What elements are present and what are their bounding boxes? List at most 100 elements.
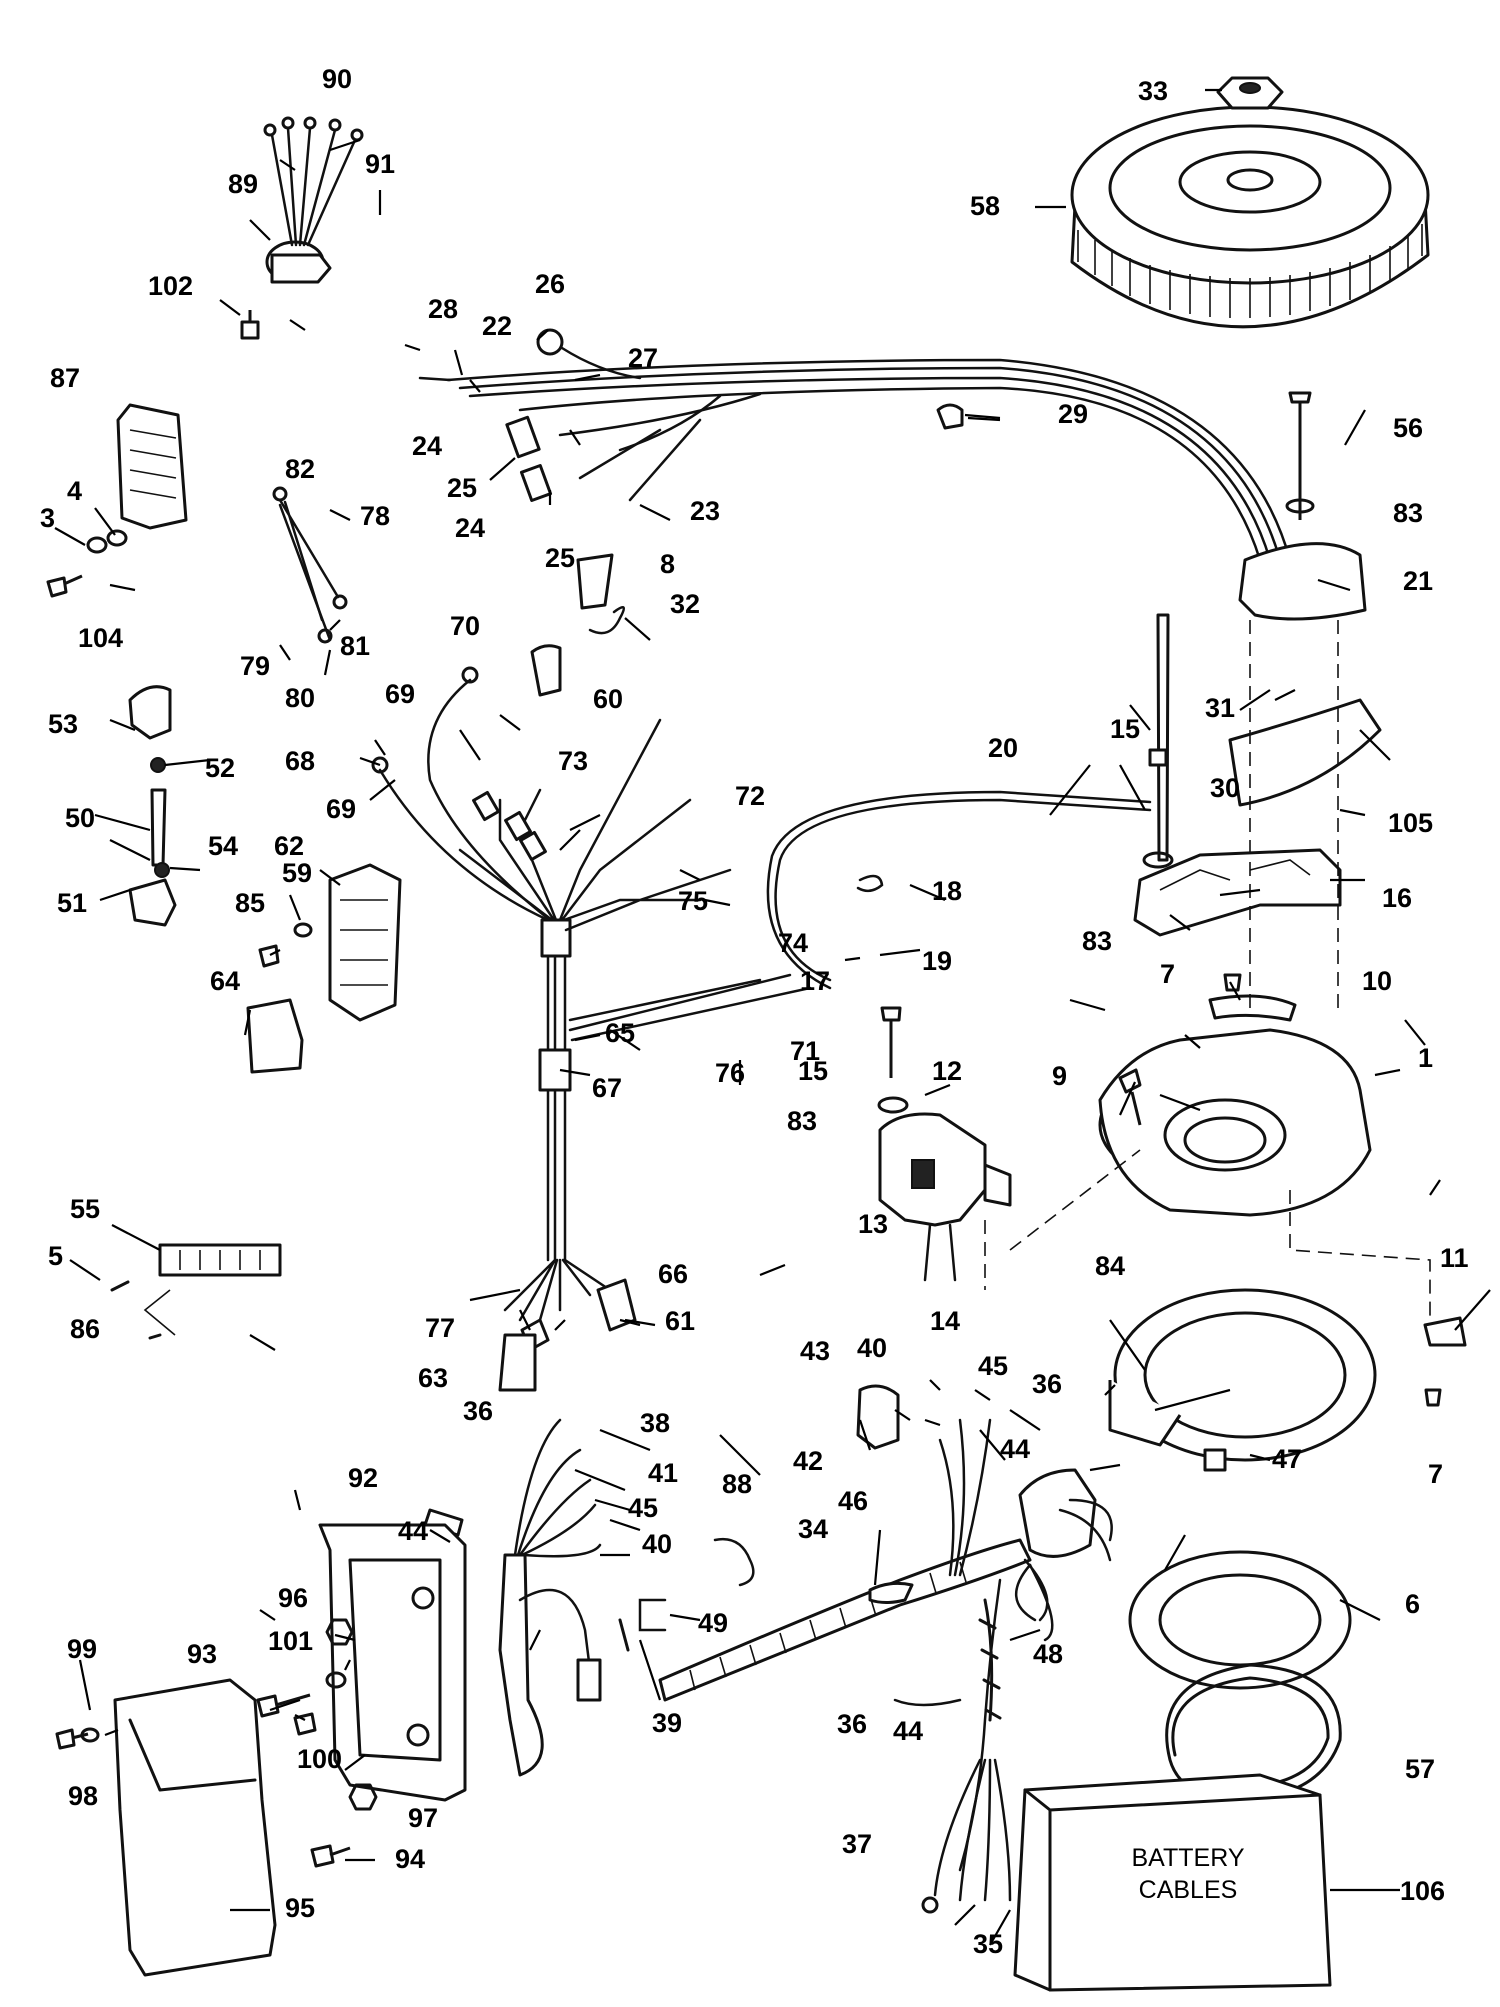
callout-77: 77 [425, 1313, 455, 1343]
cover-105 [1228, 698, 1382, 807]
callout-53: 53 [48, 709, 78, 739]
lower-harness [658, 1384, 1113, 1914]
screw-47 [1203, 1448, 1227, 1472]
callout-18: 18 [932, 876, 962, 906]
callout-95: 95 [285, 1893, 315, 1923]
callout-93: 93 [187, 1639, 217, 1669]
callout-37: 37 [842, 1829, 872, 1859]
callout-63: 63 [418, 1363, 448, 1393]
callout-19: 19 [922, 946, 952, 976]
callout-82: 82 [285, 454, 315, 484]
screw-85 [258, 944, 280, 968]
callout-44a: 44 [1000, 1434, 1030, 1464]
callout-89: 89 [228, 169, 258, 199]
callout-69a: 69 [385, 679, 415, 709]
screw-104 [46, 574, 83, 598]
callout-36c: 36 [837, 1709, 867, 1739]
callout-101: 101 [268, 1626, 313, 1656]
battery-label-line1: BATTERY [1132, 1844, 1245, 1872]
callout-94: 94 [395, 1844, 425, 1874]
washer-83-mid [877, 1096, 909, 1114]
callout-98: 98 [68, 1781, 98, 1811]
callout-36a: 36 [1032, 1369, 1062, 1399]
callout-66: 66 [658, 1259, 688, 1289]
callout-21: 21 [1403, 566, 1433, 596]
wire-48 [1014, 1563, 1037, 1622]
callout-10: 10 [1362, 966, 1392, 996]
callout-99: 99 [67, 1634, 97, 1664]
clip-18 [856, 874, 884, 893]
callout-91: 91 [365, 149, 395, 179]
callout-39: 39 [652, 1708, 682, 1738]
callout-71: 71 [790, 1036, 820, 1066]
parts-artwork: BATTERY CABLES [46, 76, 1467, 1992]
callout-50: 50 [65, 803, 95, 833]
callout-30: 30 [1210, 773, 1240, 803]
callout-64: 64 [210, 966, 240, 996]
nut-97 [348, 1783, 378, 1811]
left-harness [423, 1418, 602, 1777]
boot-assembly [128, 685, 177, 927]
callout-74: 74 [778, 928, 808, 958]
callout-90: 90 [322, 64, 352, 94]
callout-92: 92 [348, 1463, 378, 1493]
callout-28: 28 [428, 294, 458, 324]
callout-60: 60 [593, 684, 623, 714]
callout-49: 49 [698, 1608, 728, 1638]
callout-38: 38 [640, 1408, 670, 1438]
callout-33: 33 [1138, 76, 1168, 106]
screw-102 [240, 310, 260, 340]
washer-4 [106, 529, 128, 547]
callout-16: 16 [1382, 883, 1412, 913]
power-pack [116, 403, 188, 530]
callout-7a: 7 [1160, 959, 1175, 989]
callout-78: 78 [360, 501, 390, 531]
callout-88: 88 [722, 1469, 752, 1499]
callout-87: 87 [50, 363, 80, 393]
callout-32: 32 [670, 589, 700, 619]
callout-15a: 15 [1110, 714, 1140, 744]
screw-7-lower [1424, 1388, 1442, 1407]
callout-34: 34 [798, 1514, 828, 1544]
callout-72: 72 [735, 781, 765, 811]
callout-40a: 40 [857, 1333, 887, 1363]
callout-73: 73 [558, 746, 588, 776]
screw-15-top [1148, 748, 1168, 767]
callout-26: 26 [535, 269, 565, 299]
callout-84: 84 [1095, 1251, 1125, 1281]
callout-7b: 7 [1428, 1459, 1443, 1489]
callout-29: 29 [1058, 399, 1088, 429]
harness-20 [766, 790, 1152, 990]
callout-83a: 83 [1393, 498, 1423, 528]
callout-80: 80 [285, 683, 315, 713]
callout-43: 43 [800, 1336, 830, 1366]
fuse-clip [588, 606, 626, 635]
clip-88 [713, 1537, 755, 1587]
callout-57: 57 [1405, 1754, 1435, 1784]
callout-labels: 90 91 89 102 87 4 3 104 82 78 81 79 80 2… [40, 64, 1469, 1959]
main-harness-upper [418, 328, 1292, 562]
callout-76: 76 [715, 1058, 745, 1088]
washer-101 [325, 1671, 347, 1689]
callout-3: 3 [40, 503, 55, 533]
callout-79: 79 [240, 651, 270, 681]
leader-lines [54, 88, 1491, 1946]
callout-62: 62 [274, 831, 304, 861]
callout-31: 31 [1205, 693, 1235, 723]
washer-3 [86, 536, 108, 554]
armature-plate [1098, 1028, 1372, 1217]
callout-54: 54 [208, 831, 238, 861]
callout-68: 68 [285, 746, 315, 776]
callout-56: 56 [1393, 413, 1423, 443]
callout-105: 105 [1388, 808, 1433, 838]
callout-48: 48 [1033, 1639, 1063, 1669]
callout-86: 86 [70, 1314, 100, 1344]
clip-49 [638, 1598, 667, 1632]
callout-45a: 45 [978, 1351, 1008, 1381]
callout-96: 96 [278, 1583, 308, 1613]
callout-41: 41 [648, 1458, 678, 1488]
callout-6: 6 [1405, 1589, 1420, 1619]
callout-85: 85 [235, 888, 265, 918]
callout-24a: 24 [412, 431, 442, 461]
